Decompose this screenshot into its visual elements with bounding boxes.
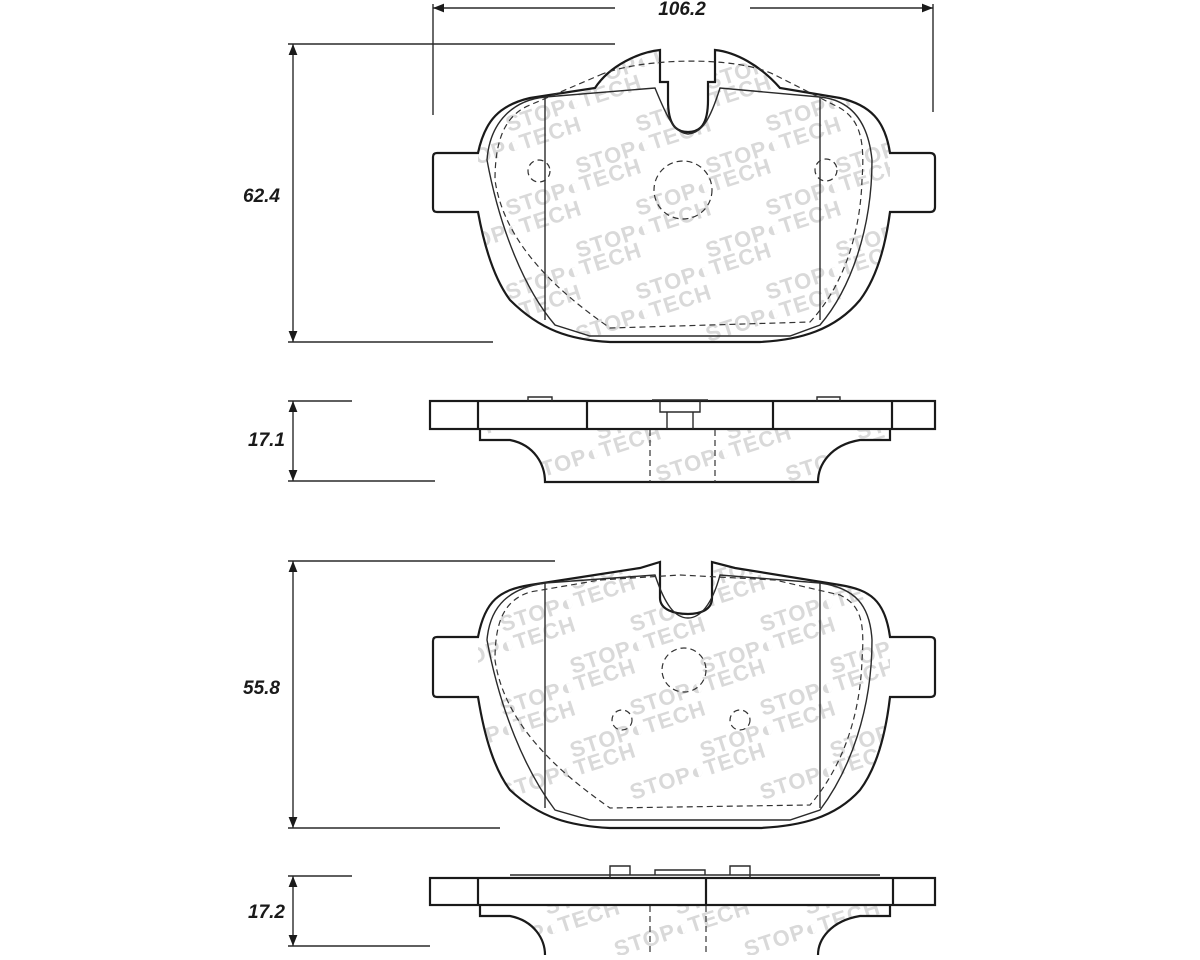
- dimension-thickness-2: 17.2: [248, 875, 430, 947]
- watermark-text: STOP◐TECH: [462, 377, 604, 445]
- backing-plate-outline-2: [431, 560, 937, 830]
- watermark-text: STOP◐TECH: [887, 569, 1029, 637]
- dimension-thickness-1: 17.1: [248, 400, 435, 482]
- pad-front-view-2: [431, 560, 937, 830]
- watermark-pad2: STOP◐TECHSTOP◐TECHSTOP◐TECHSTOP◐TECHSTOP…: [478, 527, 1029, 805]
- dimension-width: 106.2: [432, 0, 934, 115]
- watermark-text: STOP◐TECH: [887, 653, 1029, 721]
- watermark-text: STOP◐TECH: [497, 737, 639, 805]
- dimension-label-height-2: 55.8: [243, 678, 280, 699]
- pad-side-view-1: [428, 396, 937, 484]
- watermark-text: STOP◐TECH: [442, 27, 584, 95]
- rivet-right: [814, 158, 838, 182]
- rivet-right-2: [729, 709, 751, 731]
- dimension-label-thickness-1: 17.1: [248, 430, 285, 451]
- piston-circle-2: [661, 647, 707, 693]
- watermark-text: STOP◐TECH: [892, 69, 1034, 137]
- watermark-text: STOP◐TECH: [827, 527, 969, 595]
- watermark-pad1: STOP◐TECHSTOP◐TECHSTOP◐TECHSTOP◐TECHSTOP…: [442, 27, 1034, 347]
- side-friction-2: [478, 905, 892, 956]
- dimension-label-height-1: 62.4: [243, 186, 280, 207]
- piston-circle: [653, 160, 713, 220]
- backing-plate-outline: [431, 48, 937, 344]
- side-backing-plate-2: [428, 876, 937, 907]
- dimension-label-thickness-2: 17.2: [248, 902, 285, 923]
- side-friction: [478, 429, 892, 484]
- watermark-text: STOP◐TECH: [757, 737, 899, 805]
- pad-side-view-2: [428, 865, 937, 956]
- side-backing-plate: [428, 399, 937, 431]
- rivet-left-2: [611, 709, 633, 731]
- dimension-label-width: 106.2: [658, 0, 706, 20]
- watermark-text: STOP◐TECH: [887, 737, 1029, 805]
- watermark-text: STOP◐TECH: [832, 27, 974, 95]
- dimension-height-2: 55.8: [243, 560, 555, 829]
- pad-front-view-1: [431, 48, 937, 344]
- watermark-text: STOP◐TECH: [627, 737, 769, 805]
- friction-outline: [486, 87, 873, 337]
- watermark-side1: STOP◐TECHSTOP◐TECHSTOP◐TECHSTOP◐TECHSTOP…: [462, 377, 890, 482]
- dimension-height-1: 62.4: [243, 43, 615, 343]
- wear-line: [494, 60, 864, 329]
- watermark-text: STOP◐TECH: [892, 153, 1034, 221]
- watermark-text: STOP◐TECH: [832, 279, 974, 347]
- watermark-text: STOP◐TECH: [892, 237, 1034, 305]
- rivet-left: [527, 159, 551, 183]
- friction-outline-2: [486, 574, 873, 821]
